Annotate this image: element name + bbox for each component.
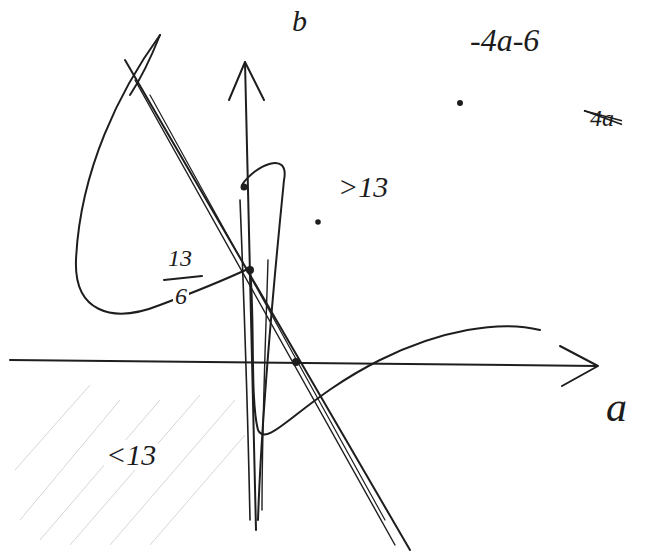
curve xyxy=(262,260,268,510)
axis-arrow xyxy=(229,62,264,100)
dot xyxy=(316,220,320,224)
curve xyxy=(76,35,250,314)
dot xyxy=(458,101,462,105)
line xyxy=(125,60,410,550)
b-axis xyxy=(245,62,256,530)
region-label: <13 xyxy=(104,440,158,470)
curve xyxy=(130,35,160,95)
dot xyxy=(293,359,299,365)
dot xyxy=(242,185,247,190)
line xyxy=(150,95,385,520)
axis-label: a xyxy=(604,386,629,428)
region-label: >13 xyxy=(336,172,390,202)
line xyxy=(135,80,395,545)
axis-label: b xyxy=(290,6,309,36)
fraction-denominator: 6 xyxy=(173,284,189,308)
curve xyxy=(250,268,540,435)
dot xyxy=(247,267,253,273)
curve xyxy=(240,200,250,520)
expression: -4a-6 xyxy=(468,24,541,56)
ink xyxy=(10,35,598,550)
axis-arrow xyxy=(560,346,598,386)
fraction-numerator: 13 xyxy=(166,246,194,270)
struck-text: 4a xyxy=(588,106,616,130)
fraction-bar xyxy=(164,276,202,280)
shading xyxy=(15,385,245,545)
